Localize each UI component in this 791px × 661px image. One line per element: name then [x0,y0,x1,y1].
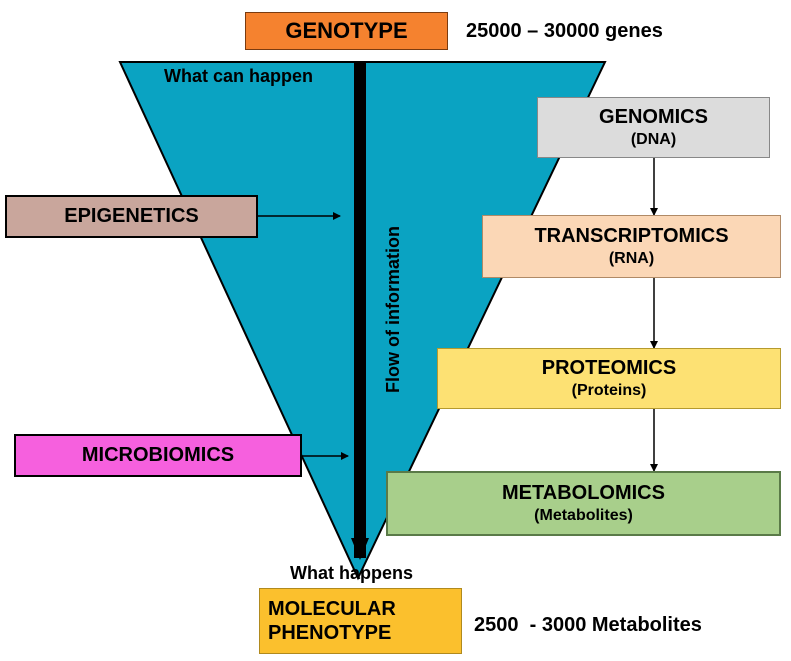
genomics-subtitle: (DNA) [630,131,677,148]
proteomics-subtitle: (Proteins) [571,382,647,399]
transcriptomics-box: TRANSCRIPTOMICS (RNA) [482,215,781,278]
transcriptomics-title: TRANSCRIPTOMICS [534,225,729,247]
flow-of-information-label: Flow of information [383,226,403,393]
what-can-happen-label: What can happen [164,66,314,86]
genomics-title: GENOMICS [599,106,708,128]
microbiomics-label: MICROBIOMICS [81,444,235,466]
proteomics-title: PROTEOMICS [541,357,677,379]
proteomics-box: PROTEOMICS (Proteins) [437,348,781,409]
genotype-label: GENOTYPE [285,18,408,43]
molecular-phenotype-line2: PHENOTYPE [268,622,392,644]
genomics-box: GENOMICS (DNA) [537,97,770,158]
epigenetics-label: EPIGENETICS [64,205,199,227]
metabolomics-subtitle: (Metabolites) [534,507,633,524]
molecular-phenotype-box: MOLECULAR PHENOTYPE [259,588,462,654]
transcriptomics-subtitle: (RNA) [608,250,655,267]
genotype-box: GENOTYPE [245,12,448,50]
metabolomics-box: METABOLOMICS (Metabolites) [386,471,781,536]
molecular-phenotype-line1: MOLECULAR [268,598,396,620]
epigenetics-box: EPIGENETICS [5,195,258,238]
phenotype-count: 2500 - 3000 Metabolites [474,614,702,636]
genotype-count: 25000 – 30000 genes [466,20,663,42]
metabolomics-title: METABOLOMICS [502,482,665,504]
microbiomics-box: MICROBIOMICS [14,434,302,477]
what-happens-label: What happens [290,563,414,583]
